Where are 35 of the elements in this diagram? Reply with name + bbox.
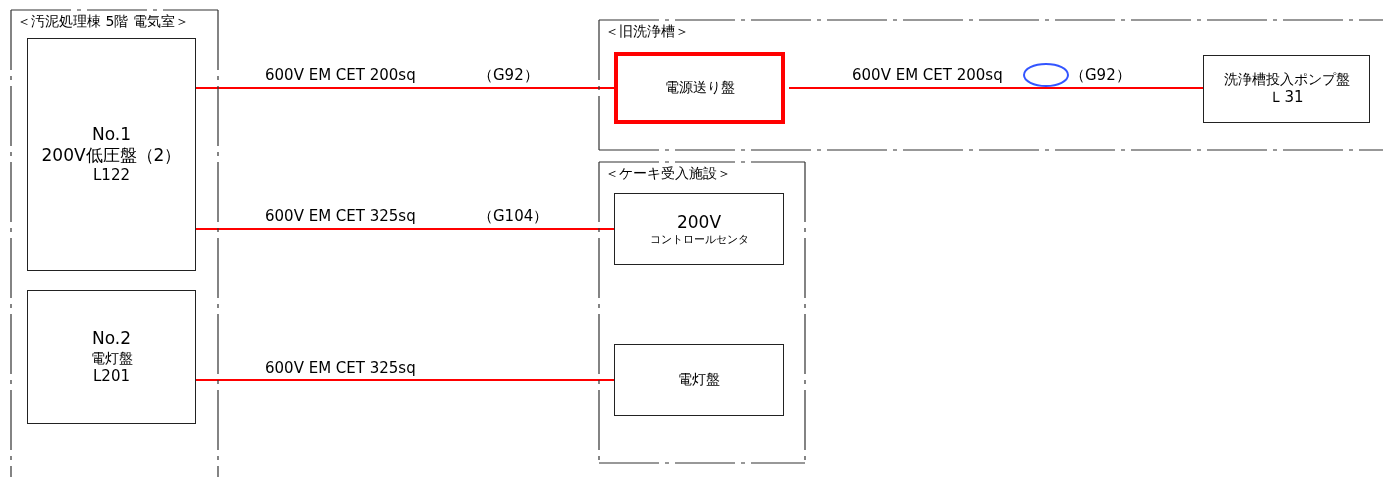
panel-name: 電源送り盤 (664, 79, 735, 97)
cable-line (788, 87, 1204, 89)
cable-spec: 600V EM CET 325sq (265, 209, 416, 224)
cable-line (195, 228, 615, 230)
cable-line (195, 87, 615, 89)
panel-box (614, 193, 784, 265)
panel-box (27, 38, 196, 271)
cable-spec: 600V EM CET 200sq (265, 68, 416, 83)
cable-spec: 600V EM CET 325sq (265, 361, 416, 376)
panel-detail: Ｌ31 (1269, 88, 1304, 108)
panel-box (1203, 55, 1370, 123)
area-title: ＜汚泥処理棟 5階 電気室＞ (17, 13, 189, 31)
circuit-number: （G92） (478, 68, 539, 83)
panel-name: 200V (676, 211, 722, 233)
panel-detail: L201 (93, 367, 130, 386)
area-frame (11, 10, 218, 477)
area-title: ＜ケーキ受入施設＞ (605, 165, 731, 183)
area-frame (599, 20, 1383, 150)
highlighted-panel-box (614, 52, 785, 124)
cable-spec: 600V EM CET 200sq (852, 68, 1003, 83)
area-frame (599, 162, 805, 463)
panel-name: No.1 (91, 123, 131, 146)
panel-detail: 電灯盤 (90, 349, 133, 367)
area-title: ＜旧洗浄槽＞ (605, 23, 689, 41)
cable-line (195, 379, 615, 381)
panel-name: 電灯盤 (678, 371, 720, 389)
panel-detail: L122 (93, 166, 130, 186)
panel-detail: コントロールセンタ (649, 232, 749, 247)
panel-detail: 200V低圧盤（2） (41, 145, 182, 167)
panel-box (27, 290, 196, 424)
panel-name: No.2 (91, 328, 131, 350)
panel-name: 洗浄槽投入ポンプ盤 (1223, 70, 1350, 89)
panel-box (614, 344, 784, 416)
circuit-number: （G92） (1070, 68, 1131, 83)
circuit-number: （G104） (478, 209, 549, 224)
